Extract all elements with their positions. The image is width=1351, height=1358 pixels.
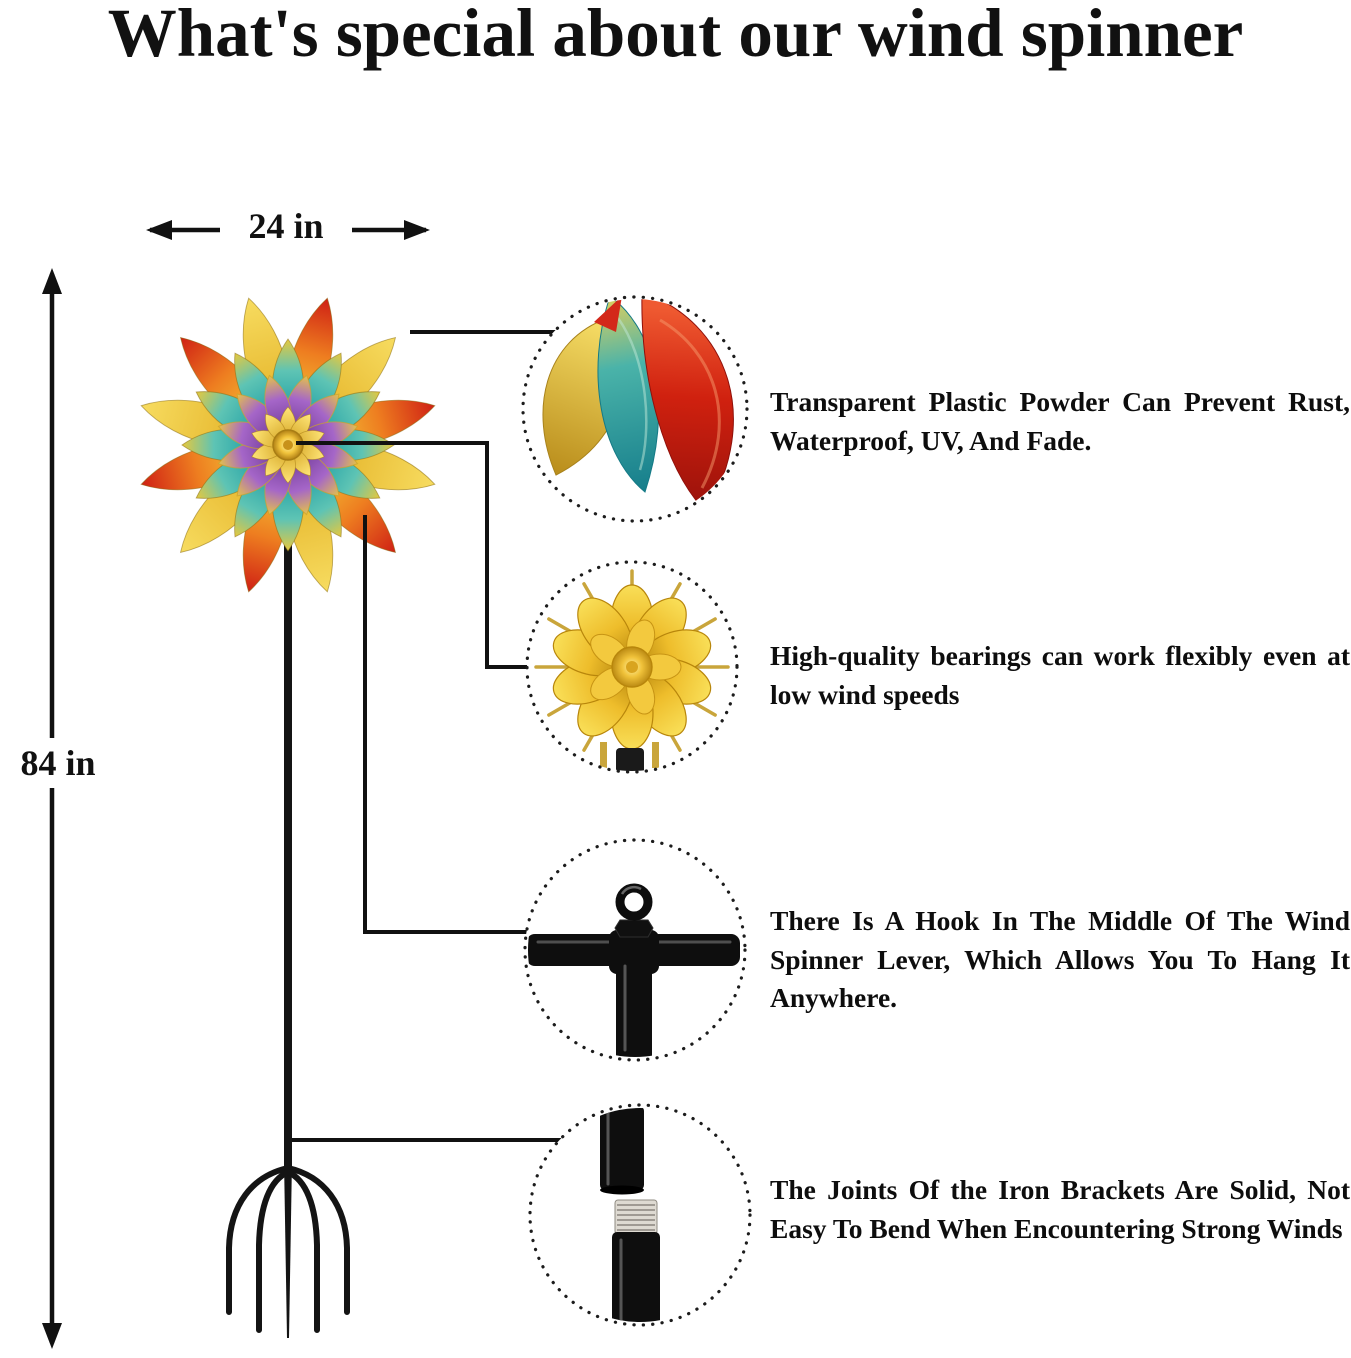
dotted-ring-coating [521,295,749,523]
width-dimension-arrow [146,220,430,240]
height-dimension-label: 84 in [12,738,104,788]
callout-text-joints: The Joints Of the Iron Brackets Are Soli… [770,1174,1350,1244]
callout-circle-coating [521,295,749,523]
spinner-pole-and-stake [226,445,350,1338]
hook-joint-closeup-icon [528,883,740,1057]
leader-line-bearings [296,441,532,669]
dotted-ring-hook [523,838,747,1062]
pole-joint-closeup-icon [600,1108,660,1322]
callout-circle-joints [528,1103,752,1327]
dotted-ring-bearings [525,560,739,774]
callout-text-coating: Transparent Plastic Powder Can Prevent R… [770,386,1350,456]
callout-text-hook: There Is A Hook In The Middle Of The Win… [770,905,1350,1013]
callout-text-bearings: High-quality bearings can work flexibly … [770,640,1350,710]
height-dimension-arrow [42,268,62,1349]
spinner-petals-closeup-icon [542,299,734,513]
bearing-flower-closeup-icon [534,569,730,771]
callout-circle-hook [523,838,747,1062]
width-dimension-label: 24 in [222,205,350,247]
callout-circle-bearings [525,560,739,774]
leader-line-hook [363,515,530,934]
dotted-ring-joints [528,1103,752,1327]
page-title: What's special about our wind spinner [107,0,1244,71]
